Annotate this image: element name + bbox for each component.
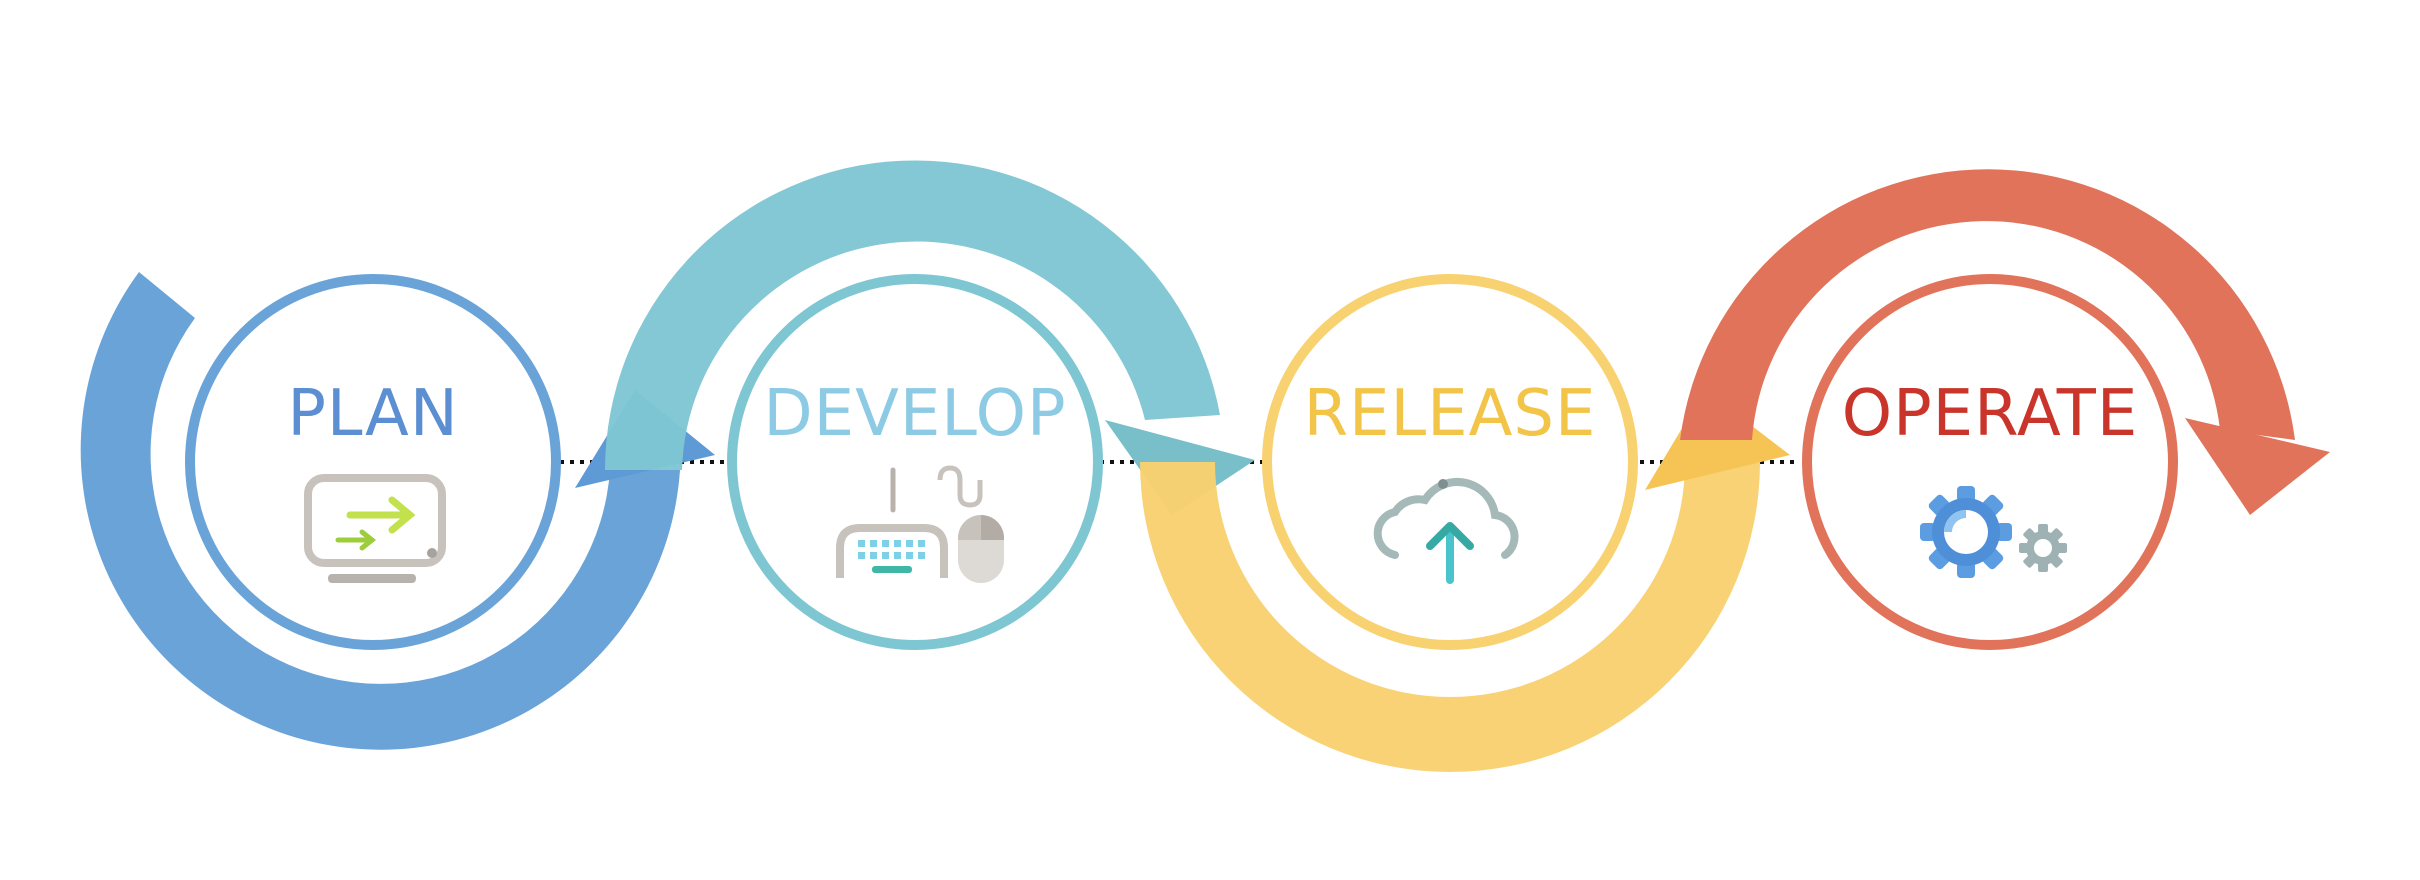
- keyboard-mouse-icon: [836, 465, 1004, 583]
- operate-ring: [1802, 274, 2178, 650]
- monitor-arrow-icon: [304, 474, 446, 583]
- release-label: RELEASE: [1304, 377, 1597, 451]
- release-stage: RELEASE: [1262, 274, 1638, 650]
- plan-ring: [185, 274, 561, 650]
- plan-stage: PLAN: [185, 274, 561, 650]
- operate-stage: OPERATE: [1802, 274, 2178, 650]
- plan-label: PLAN: [287, 377, 458, 451]
- gears-icon: [1920, 486, 2067, 578]
- develop-label: DEVELOP: [763, 377, 1066, 451]
- operate-flow-arrow: [1680, 169, 2330, 515]
- operate-label: OPERATE: [1842, 377, 2139, 451]
- develop-stage: DEVELOP: [727, 274, 1103, 650]
- develop-ring: [727, 274, 1103, 650]
- release-ring: [1262, 274, 1638, 650]
- cloud-upload-icon: [1373, 477, 1519, 584]
